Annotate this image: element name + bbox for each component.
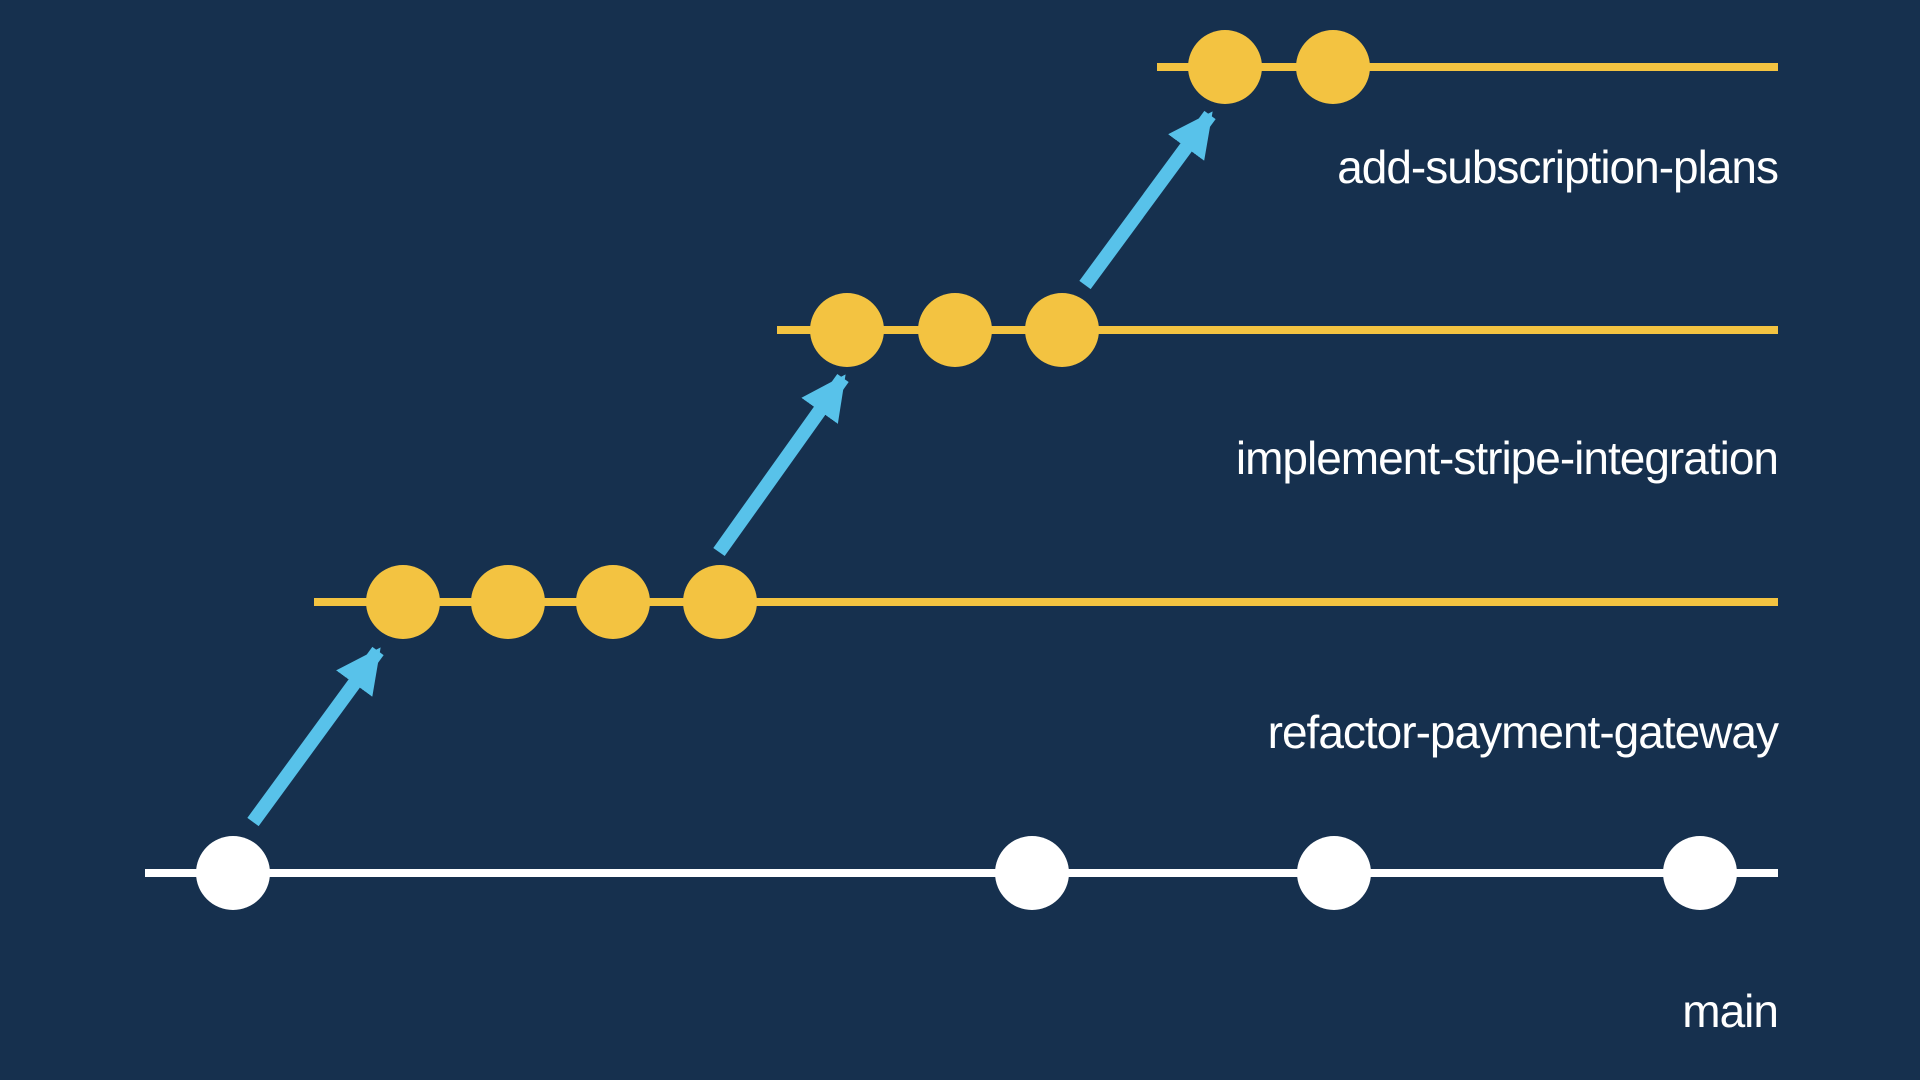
branch-refactor-payment-gateway bbox=[314, 565, 1778, 639]
commit-node-refactor-payment-gateway bbox=[576, 565, 650, 639]
branch-label-implement-stripe-integration: implement-stripe-integration bbox=[1236, 432, 1778, 484]
commit-node-refactor-payment-gateway bbox=[471, 565, 545, 639]
commit-node-implement-stripe-integration bbox=[810, 293, 884, 367]
branch-label-add-subscription-plans: add-subscription-plans bbox=[1337, 141, 1778, 193]
branch-arrow-refactor-payment-gateway-to-implement-stripe-integration bbox=[713, 373, 849, 557]
branch-arrows-layer bbox=[247, 110, 1216, 827]
commit-node-main bbox=[995, 836, 1069, 910]
commit-node-main bbox=[1297, 836, 1371, 910]
branch-arrow-implement-stripe-integration-to-add-subscription-plans bbox=[1079, 110, 1216, 290]
branch-implement-stripe-integration bbox=[777, 293, 1778, 367]
branch-lines-layer bbox=[145, 30, 1778, 910]
commit-node-refactor-payment-gateway bbox=[366, 565, 440, 639]
commit-node-add-subscription-plans bbox=[1296, 30, 1370, 104]
commit-node-main bbox=[196, 836, 270, 910]
commit-node-main bbox=[1663, 836, 1737, 910]
commit-node-add-subscription-plans bbox=[1188, 30, 1262, 104]
branch-arrow-main-to-refactor-payment-gateway bbox=[247, 646, 384, 827]
branch-labels-layer: add-subscription-plans implement-stripe-… bbox=[1236, 141, 1780, 1037]
commit-node-implement-stripe-integration bbox=[918, 293, 992, 367]
branch-main bbox=[145, 836, 1778, 910]
branch-label-refactor-payment-gateway: refactor-payment-gateway bbox=[1268, 706, 1779, 758]
branch-label-main: main bbox=[1682, 985, 1778, 1037]
commit-node-implement-stripe-integration bbox=[1025, 293, 1099, 367]
branch-add-subscription-plans bbox=[1157, 30, 1778, 104]
commit-node-refactor-payment-gateway bbox=[683, 565, 757, 639]
